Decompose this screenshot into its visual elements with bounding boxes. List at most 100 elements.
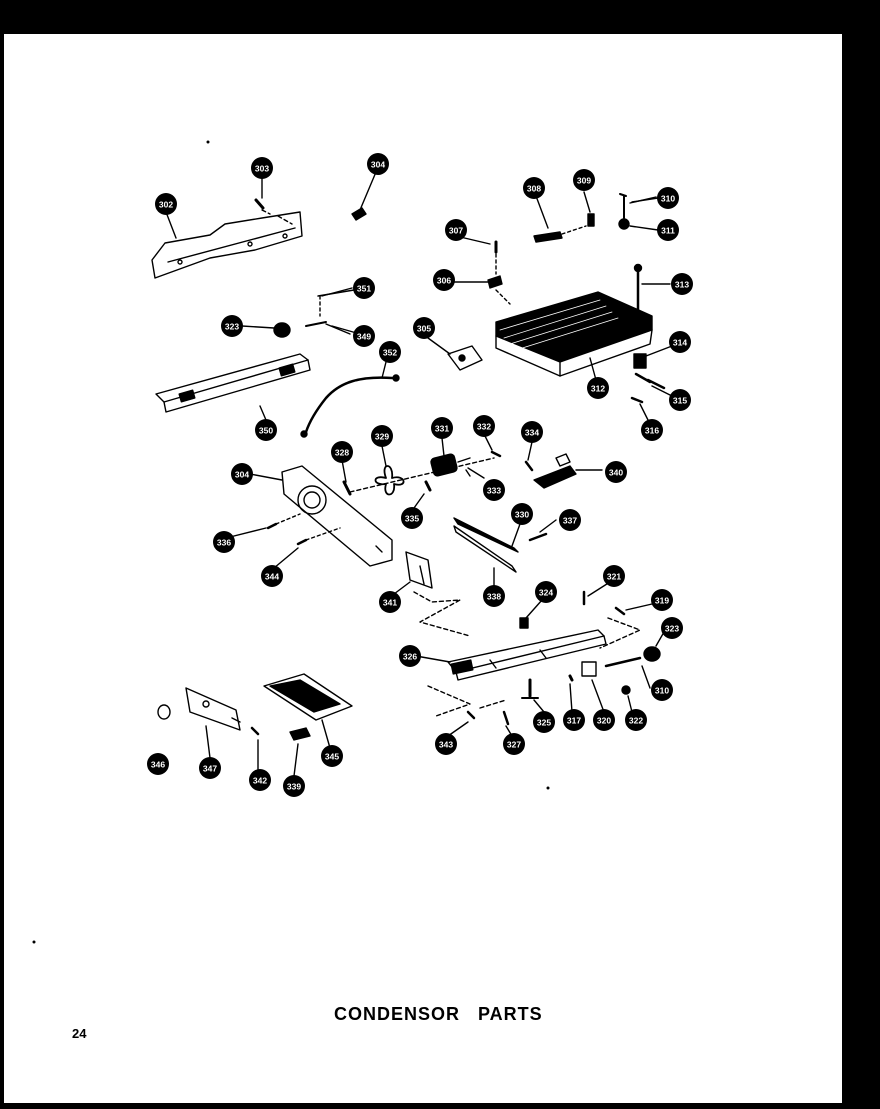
callout-label: 343 xyxy=(439,740,453,750)
part-callout-336: 336 xyxy=(213,531,235,553)
callout-label: 331 xyxy=(435,424,449,434)
part-callout-312: 312 xyxy=(587,377,609,399)
part-callout-342: 342 xyxy=(249,769,271,791)
callout-circle xyxy=(651,589,673,611)
callout-label: 342 xyxy=(253,776,267,786)
callout-label: 345 xyxy=(325,752,339,762)
callout-circle xyxy=(433,269,455,291)
part-callout-310: 310 xyxy=(651,679,673,701)
part-callout-310: 310 xyxy=(657,187,679,209)
callout-label: 337 xyxy=(563,516,577,526)
part-callout-304: 304 xyxy=(367,153,389,175)
callout-label: 349 xyxy=(357,332,371,342)
callout-circle xyxy=(413,317,435,339)
part-callout-326: 326 xyxy=(399,645,421,667)
callout-circle xyxy=(573,169,595,191)
callout-label: 330 xyxy=(515,510,529,520)
thermostat-part xyxy=(533,465,577,489)
callout-label: 334 xyxy=(525,428,539,438)
callout-circle xyxy=(657,219,679,241)
part-callout-337: 337 xyxy=(559,509,581,531)
diagram-sheet xyxy=(4,34,842,1103)
callout-circle xyxy=(445,219,467,241)
callout-circle xyxy=(213,531,235,553)
callout-label: 323 xyxy=(225,322,239,332)
part-callout-328: 328 xyxy=(331,441,353,463)
callout-label: 336 xyxy=(217,538,231,548)
callout-circle xyxy=(379,591,401,613)
fan-shroud-part xyxy=(281,465,393,567)
callout-circle xyxy=(283,775,305,797)
callout-circle xyxy=(251,157,273,179)
callout-label: 310 xyxy=(661,194,675,204)
part-callout-329: 329 xyxy=(371,425,393,447)
part-callout-347: 347 xyxy=(199,757,221,779)
callout-label: 312 xyxy=(591,384,605,394)
callout-label: 347 xyxy=(203,764,217,774)
base-rail-part xyxy=(447,629,607,681)
page-title: CONDENSOR PARTS xyxy=(334,1004,543,1024)
drain-pan-part xyxy=(263,673,353,721)
page-number: 24 xyxy=(72,1026,87,1041)
callout-circle xyxy=(511,503,533,525)
heater-wire-part xyxy=(304,376,394,434)
callout-label: 308 xyxy=(527,184,541,194)
callout-circle xyxy=(435,733,457,755)
callout-label: 328 xyxy=(335,448,349,458)
part-callout-349: 349 xyxy=(353,325,375,347)
callout-label: 340 xyxy=(609,468,623,478)
part-callout-330: 330 xyxy=(511,503,533,525)
callout-label: 352 xyxy=(383,348,397,358)
baffle-plate-part xyxy=(151,211,303,279)
part-callout-314: 314 xyxy=(669,331,691,353)
callout-circle xyxy=(605,461,627,483)
callout-label: 324 xyxy=(539,588,553,598)
part-callout-333: 333 xyxy=(483,479,505,501)
part-callout-316: 316 xyxy=(641,419,663,441)
callout-circle xyxy=(255,419,277,441)
part-callout-346: 346 xyxy=(147,753,169,775)
callout-label: 320 xyxy=(597,716,611,726)
callout-circle xyxy=(221,315,243,337)
callout-label: 310 xyxy=(655,686,669,696)
part-callout-340: 340 xyxy=(605,461,627,483)
part-callout-309: 309 xyxy=(573,169,595,191)
part-callout-302: 302 xyxy=(155,193,177,215)
channel-part xyxy=(453,517,519,573)
screw-part xyxy=(254,198,265,210)
part-callout-313: 313 xyxy=(671,273,693,295)
callout-circle xyxy=(593,709,615,731)
part-callout-343: 343 xyxy=(435,733,457,755)
part-callout-327: 327 xyxy=(503,733,525,755)
part-callout-351: 351 xyxy=(353,277,375,299)
fan-motor-part xyxy=(430,453,471,477)
callout-circle xyxy=(473,415,495,437)
callout-circle xyxy=(401,507,423,529)
callout-label: 306 xyxy=(437,276,451,286)
callout-label: 346 xyxy=(151,760,165,770)
part-callout-331: 331 xyxy=(431,417,453,439)
part-callout-315: 315 xyxy=(669,389,691,411)
mount-plate-part xyxy=(185,687,241,731)
part-callout-305: 305 xyxy=(413,317,435,339)
callout-circle xyxy=(155,193,177,215)
part-callout-344: 344 xyxy=(261,565,283,587)
callout-circle xyxy=(331,441,353,463)
callout-circle xyxy=(535,581,557,603)
part-callout-341: 341 xyxy=(379,591,401,613)
callout-circle xyxy=(371,425,393,447)
callout-circle xyxy=(431,417,453,439)
callout-label: 321 xyxy=(607,572,621,582)
part-callout-334: 334 xyxy=(521,421,543,443)
callout-label: 327 xyxy=(507,740,521,750)
part-callout-323: 323 xyxy=(661,617,683,639)
callout-circle xyxy=(563,709,585,731)
callout-label: 315 xyxy=(673,396,687,406)
part-callout-338: 338 xyxy=(483,585,505,607)
callout-label: 304 xyxy=(371,160,385,170)
part-callout-350: 350 xyxy=(255,419,277,441)
top-rail-part xyxy=(155,353,311,413)
callout-circle xyxy=(533,711,555,733)
callout-label: 313 xyxy=(675,280,689,290)
